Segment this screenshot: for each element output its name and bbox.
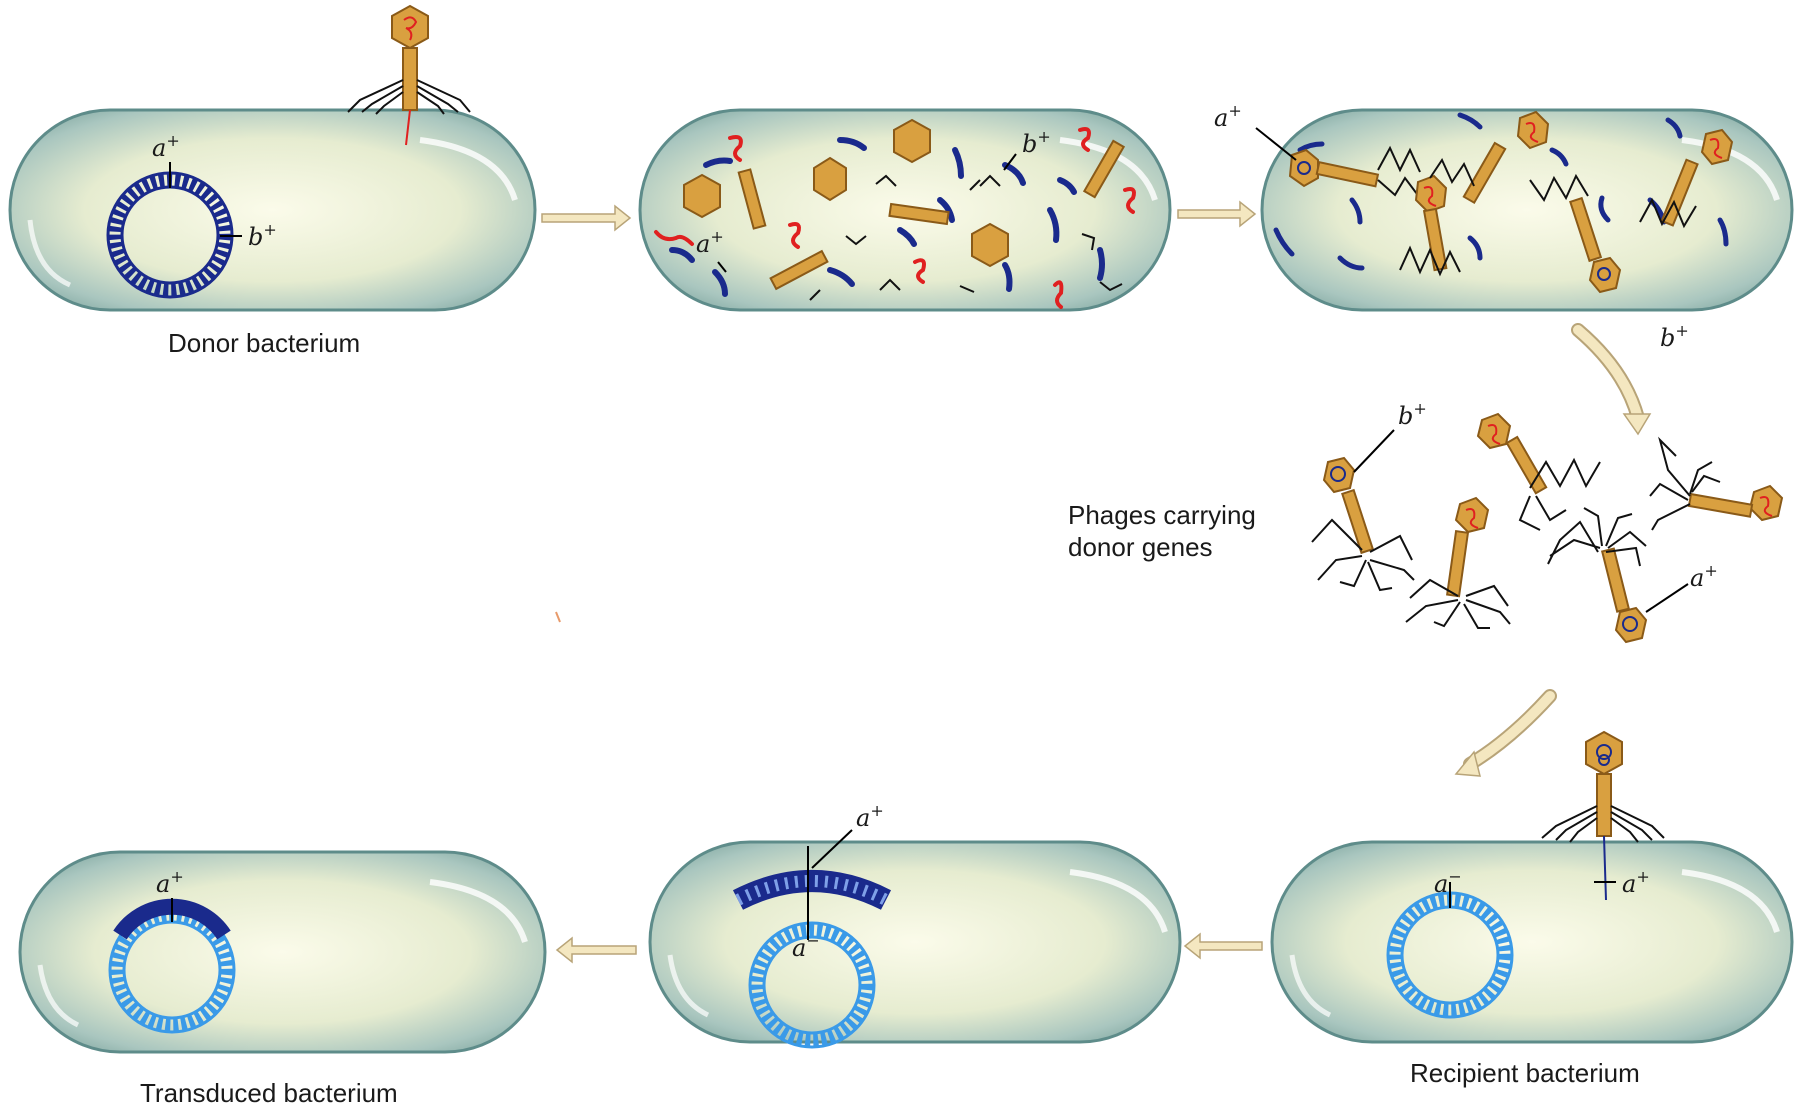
recombination-cell-body xyxy=(650,842,1180,1042)
gene-label-a-plus: a+ xyxy=(1214,101,1242,132)
cell-with-assembled-phages: a+ xyxy=(1214,101,1792,310)
gene-label-a-plus: a+ xyxy=(1690,561,1718,592)
arrow-step-5 xyxy=(1185,934,1262,958)
caption-transduced: Transduced bacterium xyxy=(140,1078,398,1108)
gene-label-b-plus: b+ xyxy=(1398,399,1427,430)
gene-marker-a xyxy=(1646,584,1688,612)
donor-cell-body xyxy=(10,110,535,310)
arrow-step-4 xyxy=(1456,696,1550,776)
recipient-cell-body xyxy=(1272,842,1792,1042)
speck xyxy=(556,612,560,622)
gene-label-b-plus: b+ xyxy=(1660,321,1689,352)
caption-donor: Donor bacterium xyxy=(168,328,360,358)
donor-bacterium: a+ b+ Donor bacterium xyxy=(10,6,535,358)
recombination-cell: a+ a− xyxy=(650,801,1180,1047)
caption-recipient: Recipient bacterium xyxy=(1410,1058,1640,1088)
arrow-step-6 xyxy=(557,938,636,962)
arrow-step-1 xyxy=(542,206,630,230)
gene-label-a-plus: a+ xyxy=(856,801,884,832)
transduced-cell-body xyxy=(20,852,545,1052)
gene-marker-b xyxy=(1354,430,1394,472)
recipient-bacterium: a− a+ Recipient bacterium xyxy=(1272,732,1792,1088)
infected-cell-fragmented: a+ b+ xyxy=(640,110,1170,310)
free-phage-red-dna xyxy=(1478,414,1600,530)
arrow-step-3 xyxy=(1578,330,1650,434)
phage-tail xyxy=(403,48,417,110)
free-phage-b-plus xyxy=(1312,458,1414,590)
free-phage-red-dna xyxy=(1406,498,1510,628)
arrow-step-2 xyxy=(1178,202,1255,226)
phage-head xyxy=(392,6,428,48)
free-phage-red-dna xyxy=(1650,440,1782,530)
free-phage-a-plus xyxy=(1548,508,1646,642)
transduced-bacterium: a+ Transduced bacterium xyxy=(20,852,545,1108)
